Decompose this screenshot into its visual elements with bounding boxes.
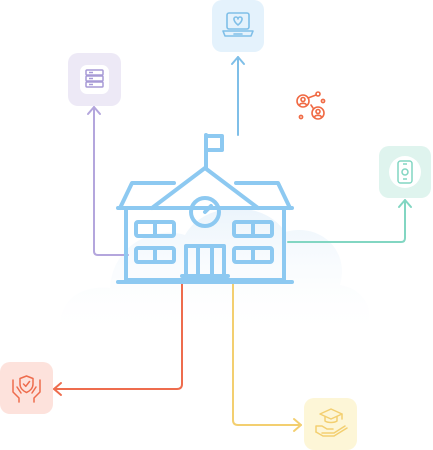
connector-bottom xyxy=(232,283,302,432)
user-network-icon xyxy=(296,91,326,120)
mobile-device-icon xyxy=(397,160,413,184)
node-lower-left[interactable] xyxy=(0,362,53,414)
school-building-icon xyxy=(116,133,294,284)
connector-right xyxy=(287,199,412,243)
graduation-cap-hand-icon xyxy=(315,408,348,437)
connector-top xyxy=(231,56,245,136)
server-stack-icon xyxy=(85,69,104,88)
node-right[interactable] xyxy=(379,146,431,198)
laptop-heart-icon xyxy=(222,12,254,37)
node-upper-left[interactable] xyxy=(68,53,121,106)
node-top[interactable] xyxy=(212,0,264,52)
connector-lower-left xyxy=(53,283,183,396)
node-bottom[interactable] xyxy=(304,398,357,450)
hands-shield-icon xyxy=(12,375,41,403)
connector-upper-left xyxy=(87,106,129,256)
node-upper-right[interactable] xyxy=(296,91,326,120)
